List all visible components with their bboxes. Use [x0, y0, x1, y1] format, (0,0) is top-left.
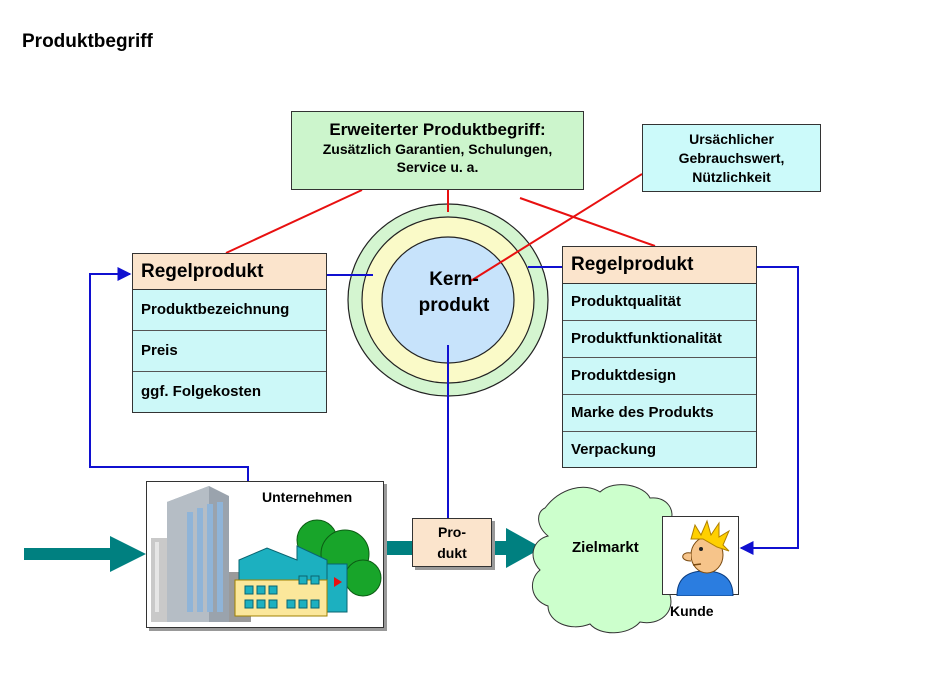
- extended-product-title: Erweiterter Produktbegriff:: [329, 120, 546, 139]
- extended-product-box: Erweiterter Produktbegriff: Zusätzlich G…: [291, 111, 584, 190]
- product-rings: [347, 203, 549, 397]
- use-value-line-1: Ursächlicher: [689, 131, 774, 147]
- core-product-line-2: produkt: [418, 295, 490, 316]
- flow-arrow-product-market: [492, 528, 542, 568]
- regular-product-table-right: Regelprodukt Produktqualität Produktfunk…: [562, 246, 757, 468]
- company-label: Unternehmen: [262, 489, 353, 505]
- table-header: Regelprodukt: [563, 247, 756, 284]
- connector-extended-left: [225, 189, 363, 254]
- table-row: Preis: [133, 331, 326, 372]
- target-market-label: Zielmarkt: [572, 539, 639, 556]
- flow-arrows: [24, 528, 542, 572]
- product-box-line-2: dukt: [437, 545, 467, 561]
- flow-arrow-in: [24, 536, 146, 572]
- use-value-box: Ursächlicher Gebrauchswert, Nützlichkeit: [642, 124, 821, 192]
- table-row: Produktqualität: [563, 284, 756, 321]
- customer-icon: [676, 519, 734, 597]
- connector-right-table-customer: [739, 266, 799, 555]
- connector-extended-right: [519, 197, 656, 247]
- table-row: Produktbezeichnung: [133, 290, 326, 331]
- red-connectors: [225, 173, 656, 283]
- market-cloud: [532, 484, 673, 634]
- table-row: Produktdesign: [563, 358, 756, 395]
- core-product-line-1: Kern-: [429, 269, 479, 290]
- table-header: Regelprodukt: [133, 254, 326, 290]
- table-row: ggf. Folgekosten: [141, 383, 261, 400]
- company-building-icon: [151, 486, 382, 622]
- table-row: Verpackung: [571, 441, 657, 458]
- flow-arrow-company-product: [384, 541, 412, 555]
- connector-cause-core: [468, 173, 643, 283]
- company-box: [146, 481, 384, 628]
- product-box-line-1: Pro-: [438, 524, 466, 540]
- core-product-label: Kern- produkt: [402, 267, 506, 319]
- connector-company-left-table: [89, 267, 249, 481]
- customer-box: [662, 516, 739, 597]
- page-title: Produktbegriff: [22, 31, 153, 52]
- use-value-line-2: Gebrauchswert,: [678, 150, 785, 166]
- table-row: Marke des Produkts: [563, 395, 756, 432]
- use-value-line-3: Nützlichkeit: [692, 169, 771, 185]
- extended-product-line-2: Service u. a.: [396, 159, 479, 175]
- extended-product-line-1: Zusätzlich Garantien, Schulungen,: [322, 141, 553, 157]
- table-row: Produktfunktionalität: [563, 321, 756, 358]
- customer-label: Kunde: [670, 603, 714, 619]
- blue-connectors: [89, 266, 799, 555]
- product-box: Pro- dukt: [412, 518, 492, 567]
- regular-product-table-left: Regelprodukt Produktbezeichnung Preis gg…: [132, 253, 327, 413]
